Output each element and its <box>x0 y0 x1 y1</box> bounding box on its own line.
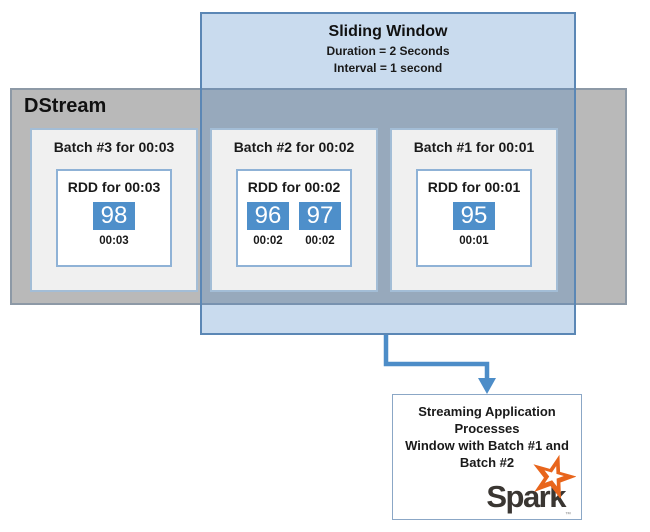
streaming-box-line: Processes <box>454 421 520 436</box>
sliding-window-title: Sliding Window <box>328 23 448 40</box>
batch-title: Batch #3 for 00:03 <box>53 139 175 155</box>
spark-logo: Spark™ <box>486 454 576 518</box>
batch-box-1: Batch #1 for 00:01 RDD for 00:01 95 00:0… <box>390 128 558 292</box>
rdd-box: RDD for 00:03 98 00:03 <box>56 169 172 267</box>
sliding-window-interval: Interval = 1 second <box>333 61 443 75</box>
partition-time: 00:01 <box>459 235 489 247</box>
sliding-window-duration: Duration = 2 Seconds <box>326 44 450 58</box>
streaming-box-line: Batch #2 <box>459 455 515 470</box>
streaming-box-line: Window with Batch #1 and <box>405 438 569 453</box>
batch-title: Batch #2 for 00:02 <box>233 139 355 155</box>
partition-time: 00:02 <box>305 235 335 247</box>
streaming-application-box: Streaming Application Processes Window w… <box>392 394 582 520</box>
rdd-partition: 98 00:03 <box>93 202 135 247</box>
rdd-title: RDD for 00:01 <box>427 179 521 195</box>
rdd-partition: 97 00:02 <box>299 202 341 247</box>
streaming-box-line: Streaming Application <box>418 404 556 419</box>
rdd-title: RDD for 00:03 <box>67 179 161 195</box>
spark-star-icon <box>533 454 576 498</box>
partition-value: 96 <box>247 202 289 230</box>
rdd-box: RDD for 00:02 96 00:02 97 00:02 <box>236 169 352 267</box>
spark-trademark: ™ <box>565 512 571 518</box>
rdd-box: RDD for 00:01 95 00:01 <box>416 169 532 267</box>
partition-time: 00:02 <box>253 235 283 247</box>
batch-title: Batch #1 for 00:01 <box>413 139 535 155</box>
rdd-partition: 95 00:01 <box>453 202 495 247</box>
dstream-label: DStream <box>24 95 107 117</box>
rdd-partition: 96 00:02 <box>247 202 289 247</box>
rdd-title: RDD for 00:02 <box>247 179 341 195</box>
partition-time: 00:03 <box>99 235 129 247</box>
partition-value: 95 <box>453 202 495 230</box>
batch-box-2: Batch #2 for 00:02 RDD for 00:02 96 00:0… <box>210 128 378 292</box>
partition-value: 98 <box>93 202 135 230</box>
partition-value: 97 <box>299 202 341 230</box>
batch-box-3: Batch #3 for 00:03 RDD for 00:03 98 00:0… <box>30 128 198 292</box>
